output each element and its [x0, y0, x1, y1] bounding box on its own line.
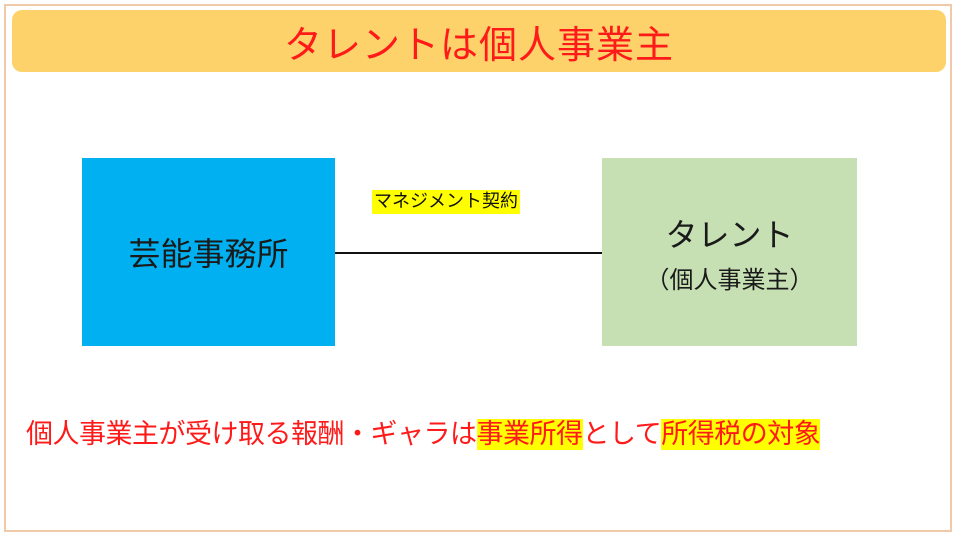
- highlight-business-income: 事業所得: [476, 419, 583, 450]
- talent-label: タレント: [665, 215, 794, 254]
- tax-statement: 個人事業主が受け取る報酬・ギャラは事業所得として所得税の対象: [26, 412, 936, 451]
- talent-sublabel: （個人事業主）: [645, 265, 814, 294]
- title-banner: タレントは個人事業主: [12, 10, 946, 72]
- slide-title: タレントは個人事業主: [283, 22, 674, 67]
- agency-box: 芸能事務所: [82, 158, 335, 346]
- agency-label: 芸能事務所: [128, 235, 289, 273]
- highlight-income-tax: 所得税の対象: [661, 419, 821, 450]
- slide-frame: [4, 4, 952, 532]
- talent-box: タレント （個人事業主）: [602, 158, 857, 346]
- statement-part-2: として: [582, 419, 662, 450]
- statement-part-1: 個人事業主が受け取る報酬・ギャラは: [26, 419, 477, 450]
- contract-label: マネジメント契約: [372, 190, 520, 214]
- contract-connector-line: [335, 252, 602, 254]
